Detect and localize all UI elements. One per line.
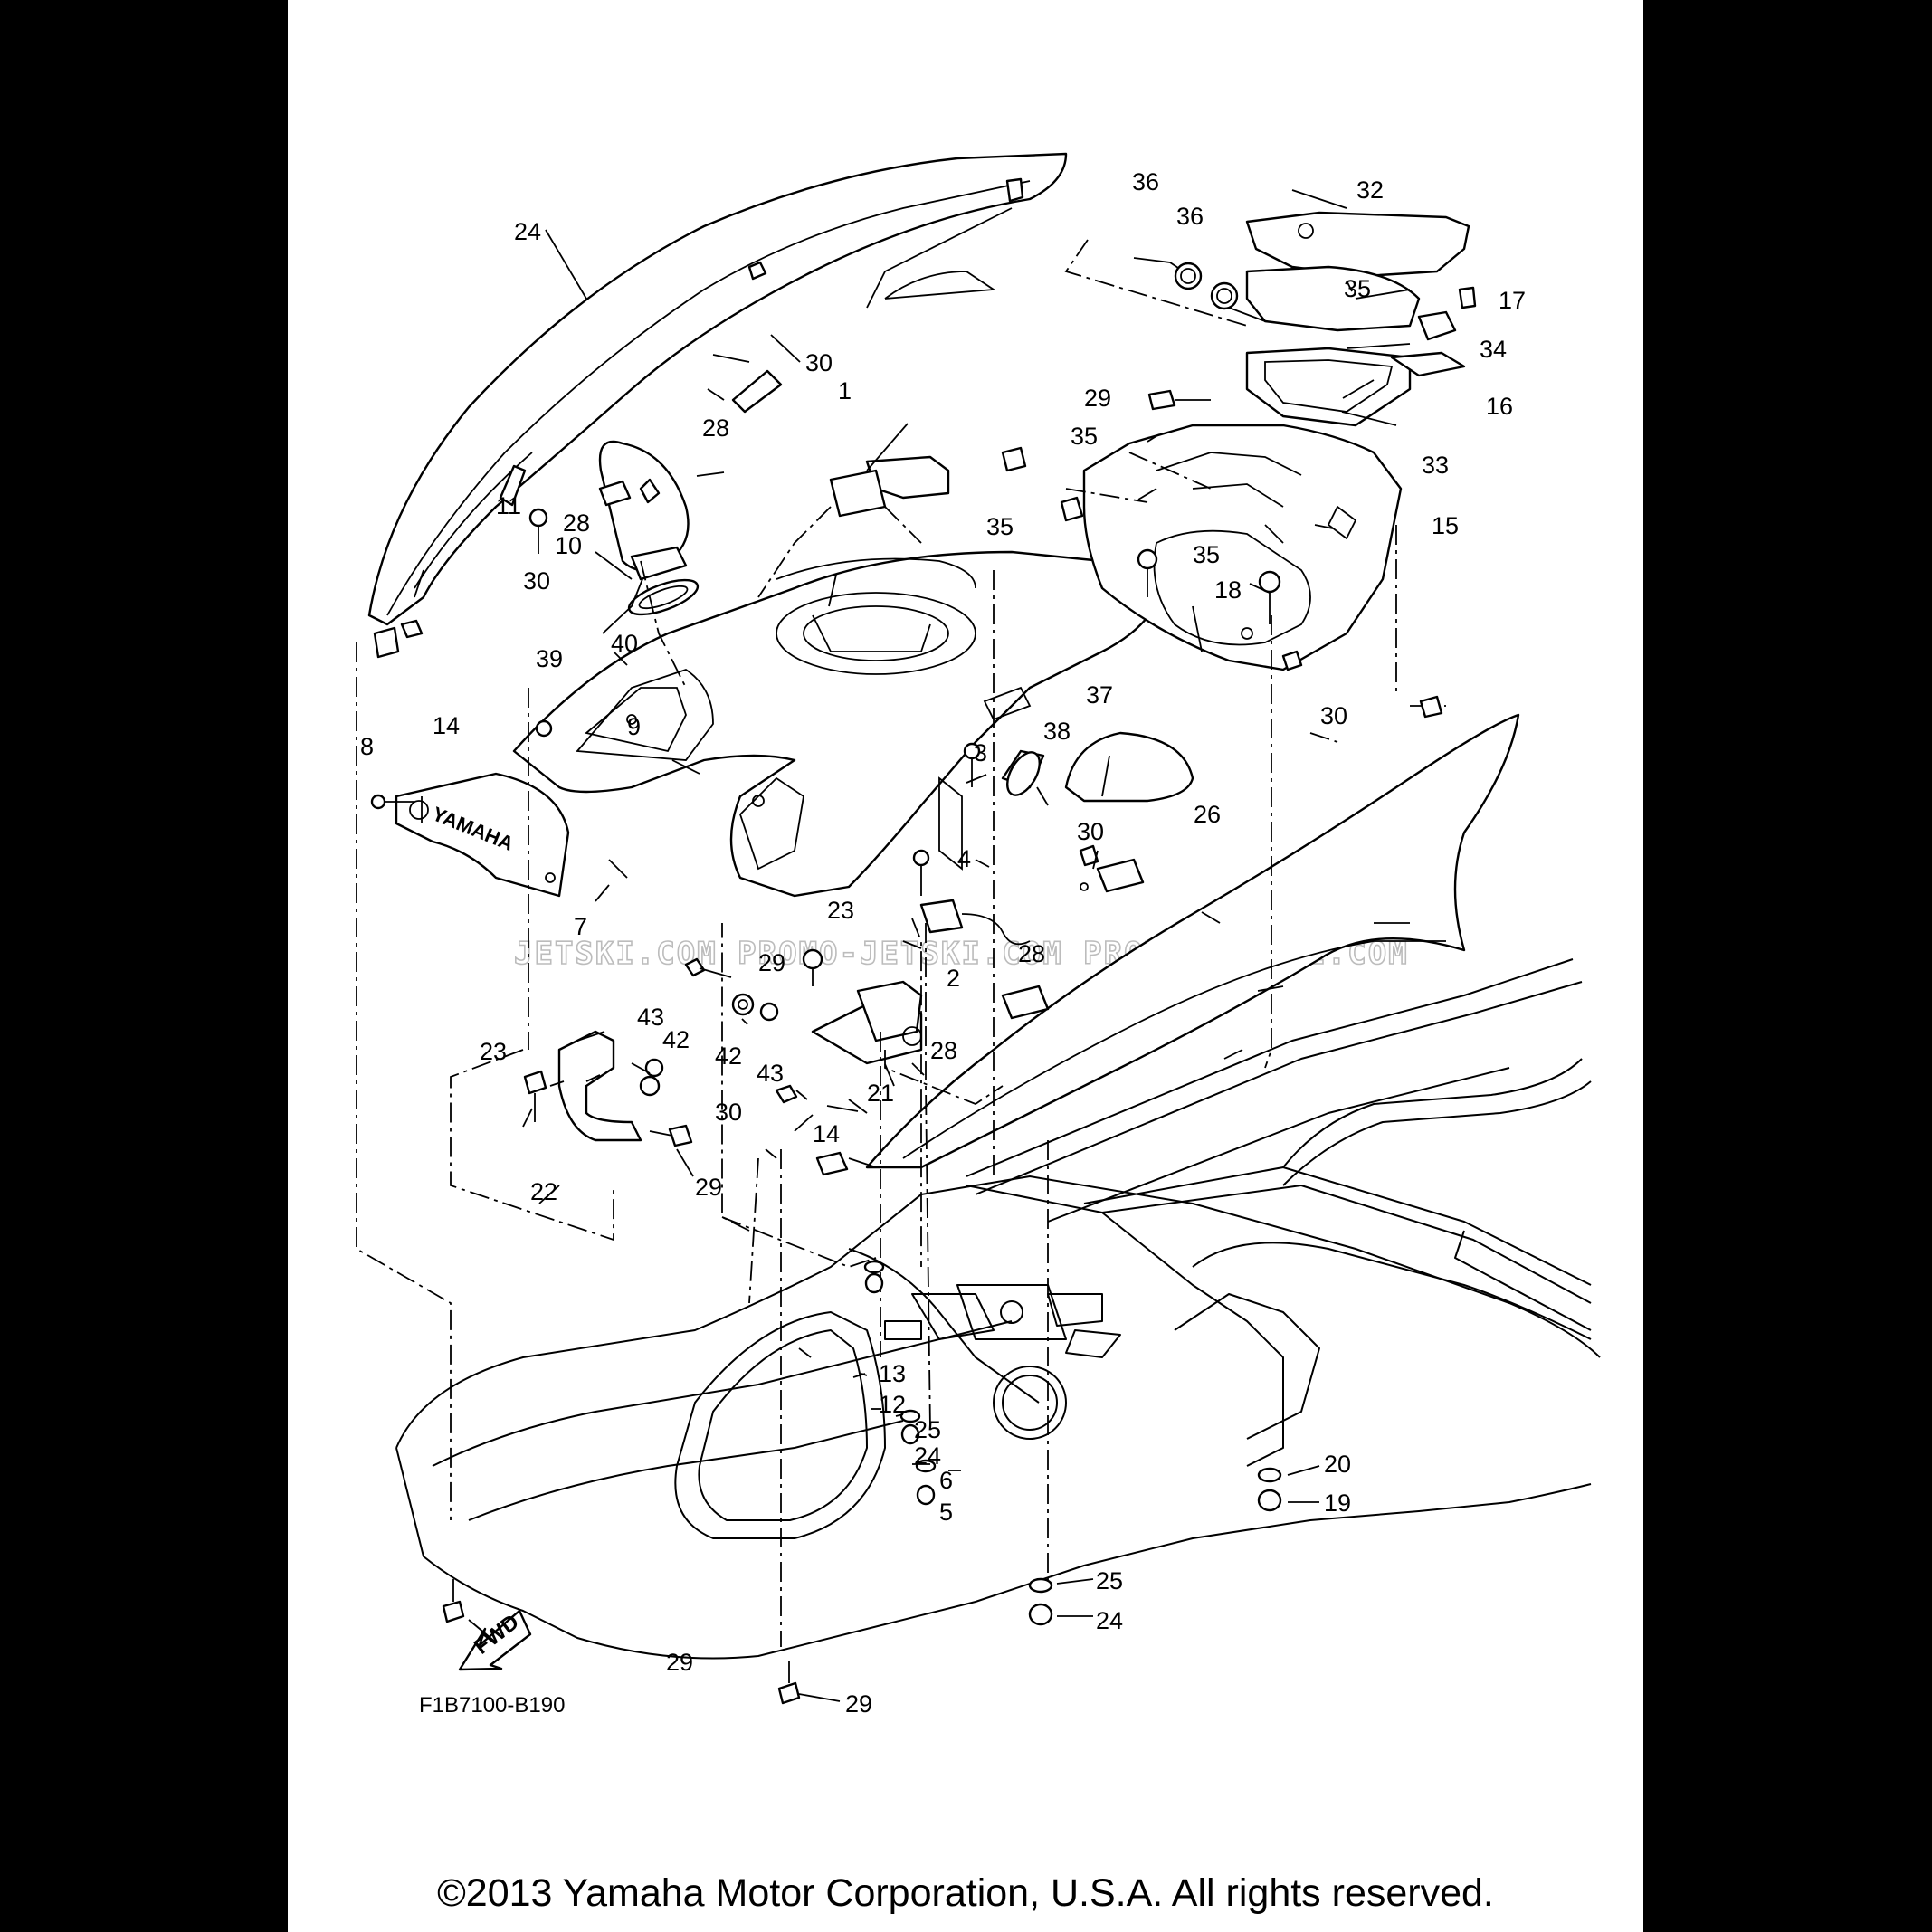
part-35-brackets bbox=[1001, 446, 1084, 522]
callout-10: 10 bbox=[555, 532, 582, 559]
callout-14: 14 bbox=[433, 712, 460, 739]
callout-14: 14 bbox=[813, 1120, 840, 1147]
callout-15: 15 bbox=[1432, 512, 1459, 539]
callout-30: 30 bbox=[1077, 818, 1104, 845]
callouts: 24 30 28 28 30 40 39 14 11 10 8 9 7 1 3 … bbox=[360, 168, 1526, 1718]
part-32-tray bbox=[1245, 347, 1412, 427]
part-2-switch bbox=[919, 899, 1031, 946]
callout-30: 30 bbox=[523, 567, 550, 595]
callout-32: 33 bbox=[1422, 452, 1449, 479]
callout-26: 26 bbox=[1194, 801, 1221, 828]
callout-22: 22 bbox=[530, 1178, 557, 1205]
callout-42: 42 bbox=[662, 1026, 690, 1053]
callout-33: 34 bbox=[1480, 336, 1507, 363]
part-38-grab bbox=[1001, 731, 1194, 803]
callout-29: 29 bbox=[758, 949, 785, 976]
parts-diagram: JETSKI.COM PROMO-JETSKI.COM PROMO-JETSKI… bbox=[356, 152, 1601, 1718]
callout-4: 4 bbox=[957, 845, 971, 872]
part-37-pad bbox=[1245, 265, 1421, 332]
part-21-bracket bbox=[811, 980, 923, 1065]
callout-11: 11 bbox=[496, 492, 521, 519]
assembly-lines bbox=[356, 239, 1446, 1647]
part-40-grip bbox=[598, 440, 700, 616]
callout-29: 29 bbox=[1084, 385, 1111, 412]
callout-18: 18 bbox=[1214, 576, 1242, 604]
callout-30: 30 bbox=[1320, 702, 1347, 729]
callout-36: 36 bbox=[1132, 168, 1159, 195]
callout-5: 5 bbox=[939, 1499, 953, 1526]
callout-34: 35 bbox=[1193, 541, 1220, 568]
callout-24: 24 bbox=[914, 1442, 941, 1470]
callout-9: 9 bbox=[627, 713, 641, 740]
part-33-latch bbox=[1390, 286, 1477, 377]
callout-7: 7 bbox=[574, 913, 587, 940]
callout-20: 20 bbox=[1324, 1451, 1351, 1478]
callout-17: 17 bbox=[1499, 287, 1526, 314]
callout-6: 6 bbox=[939, 1467, 953, 1494]
callout-29: 29 bbox=[695, 1174, 722, 1201]
callout-35: 35 bbox=[1071, 423, 1098, 450]
leader-lines bbox=[414, 189, 1411, 1702]
callout-28: 28 bbox=[1018, 940, 1045, 967]
drawing-code: F1B7100-B190 bbox=[419, 1693, 565, 1718]
copyright-notice: ©2013 Yamaha Motor Corporation, U.S.A. A… bbox=[437, 1871, 1494, 1915]
callout-23: 23 bbox=[827, 897, 854, 924]
part-7-panel: YAMAHA bbox=[395, 772, 570, 898]
part-26-cover bbox=[865, 713, 1520, 1169]
callout-28: 28 bbox=[563, 509, 590, 537]
callout-8: 8 bbox=[360, 733, 374, 760]
callout-41: 40 bbox=[611, 630, 638, 657]
diagram-sheet: JETSKI.COM PROMO-JETSKI.COM PROMO-JETSKI… bbox=[288, 0, 1643, 1932]
callout-30: 30 bbox=[715, 1099, 742, 1126]
callout-40: 39 bbox=[536, 645, 563, 672]
callout-27: 24 bbox=[514, 218, 541, 245]
callout-13: 13 bbox=[879, 1360, 906, 1387]
callout-43: 43 bbox=[757, 1060, 784, 1087]
part-22-bracket bbox=[557, 1030, 642, 1142]
callout-24: 24 bbox=[1096, 1607, 1123, 1634]
hull-outline bbox=[395, 958, 1601, 1660]
callout-12: 12 bbox=[879, 1391, 906, 1418]
callout-36: 36 bbox=[1176, 203, 1204, 230]
part-1-handle bbox=[829, 455, 950, 518]
callout-31: 32 bbox=[1356, 176, 1384, 204]
callout-28: 28 bbox=[930, 1037, 957, 1064]
part-10-deck bbox=[512, 550, 1167, 898]
callout-16: 16 bbox=[1486, 393, 1513, 420]
callout-29: 29 bbox=[845, 1690, 872, 1718]
callout-42: 42 bbox=[715, 1042, 742, 1070]
callout-21: 21 bbox=[867, 1080, 894, 1107]
callout-35: 35 bbox=[986, 513, 1014, 540]
callout-38: 37 bbox=[1086, 681, 1113, 709]
callout-19: 19 bbox=[1324, 1489, 1351, 1517]
callout-29: 29 bbox=[666, 1649, 693, 1676]
part-27-cover bbox=[367, 152, 1068, 626]
callout-30: 30 bbox=[805, 349, 833, 376]
callout-28: 28 bbox=[702, 414, 729, 442]
fwd-arrow: FWD bbox=[458, 1609, 532, 1671]
part-36-springs bbox=[1133, 257, 1266, 322]
callout-25: 25 bbox=[1096, 1567, 1123, 1594]
callout-23: 23 bbox=[480, 1038, 507, 1065]
callout-2: 2 bbox=[947, 965, 960, 992]
hardware bbox=[370, 389, 1443, 1705]
callout-39: 38 bbox=[1043, 718, 1071, 745]
callout-37: 35 bbox=[1344, 275, 1371, 302]
callout-1: 1 bbox=[838, 377, 852, 404]
callout-43: 43 bbox=[637, 1004, 664, 1031]
part-31-lid bbox=[1245, 211, 1470, 278]
callout-25: 25 bbox=[914, 1416, 941, 1443]
callout-3: 3 bbox=[974, 739, 987, 766]
